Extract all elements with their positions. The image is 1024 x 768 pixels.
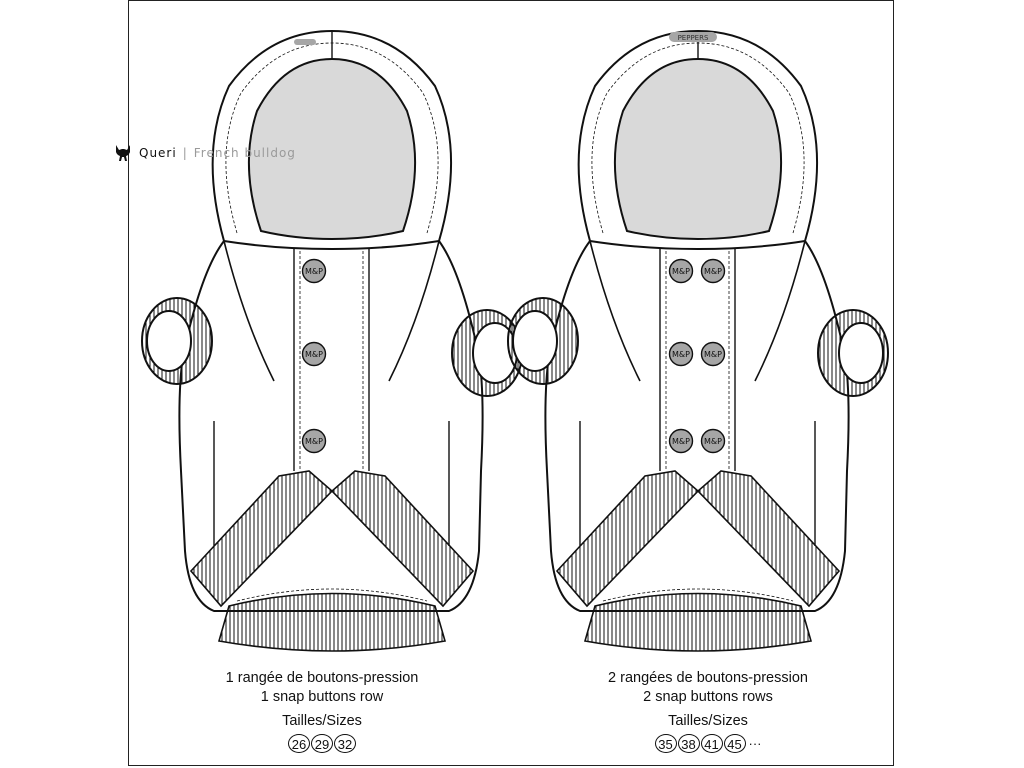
french-bulldog-icon	[116, 145, 130, 161]
brand-watermark: Queri | French bulldog	[113, 143, 296, 163]
technical-drawing-sheet: M&P M&P M&P PEPPERS M&P M&P M&P M&P M&P …	[128, 0, 894, 766]
size-chip: 35	[654, 734, 677, 753]
size-chip: 38	[677, 734, 700, 753]
caption-right-line1: 2 rangées de boutons-pression	[608, 670, 808, 686]
caption-right-line2: 2 snap buttons rows	[643, 689, 773, 705]
size-chip: 41	[700, 734, 723, 753]
svg-text:M&P: M&P	[305, 437, 323, 446]
more-sizes-ellipsis: ···	[748, 736, 762, 751]
snap-button: M&P	[301, 428, 327, 454]
svg-text:M&P: M&P	[704, 350, 722, 359]
caption-left-line1: 1 rangée de boutons-pression	[225, 670, 419, 686]
sizes-label-left: Tailles/Sizes	[282, 713, 362, 729]
size-chip: 45	[723, 734, 746, 753]
sizes-left: 26 29 32	[157, 734, 487, 753]
brand-separator: |	[182, 146, 188, 160]
hood-tag-left	[294, 39, 316, 45]
sizes-label-right: Tailles/Sizes	[668, 713, 748, 729]
snap-button: M&P	[668, 428, 694, 454]
hood-tag-text: PEPPERS	[678, 34, 709, 42]
size-chip: 29	[311, 734, 333, 753]
brand-tagline: French bulldog	[193, 146, 296, 160]
snap-button: M&P	[301, 258, 327, 284]
snap-button: M&P	[700, 341, 726, 367]
snap-button: M&P	[700, 428, 726, 454]
brand-name: Queri	[139, 146, 177, 160]
snap-button: M&P	[668, 258, 694, 284]
svg-text:M&P: M&P	[672, 437, 690, 446]
caption-left: 1 rangée de boutons-pression 1 snap butt…	[157, 669, 487, 753]
garment-left: M&P M&P M&P	[141, 30, 523, 652]
svg-text:M&P: M&P	[305, 350, 323, 359]
snap-button: M&P	[700, 258, 726, 284]
sizes-right: 35 38 41 45 ···	[543, 734, 873, 753]
size-chip: 26	[288, 734, 310, 753]
garment-flat-sketches: M&P M&P M&P PEPPERS M&P M&P M&P M&P M&P …	[141, 30, 889, 652]
svg-text:M&P: M&P	[672, 350, 690, 359]
caption-right: 2 rangées de boutons-pression 2 snap but…	[543, 669, 873, 753]
svg-text:M&P: M&P	[704, 267, 722, 276]
svg-text:M&P: M&P	[305, 267, 323, 276]
snap-button: M&P	[301, 341, 327, 367]
svg-text:M&P: M&P	[672, 267, 690, 276]
garment-right: PEPPERS M&P M&P M&P M&P M&P M&P	[507, 30, 889, 652]
caption-left-line2: 1 snap buttons row	[260, 689, 384, 705]
svg-text:M&P: M&P	[704, 437, 722, 446]
hood-tag-right	[669, 32, 717, 42]
size-chip: 32	[334, 734, 356, 753]
snap-button: M&P	[668, 341, 694, 367]
